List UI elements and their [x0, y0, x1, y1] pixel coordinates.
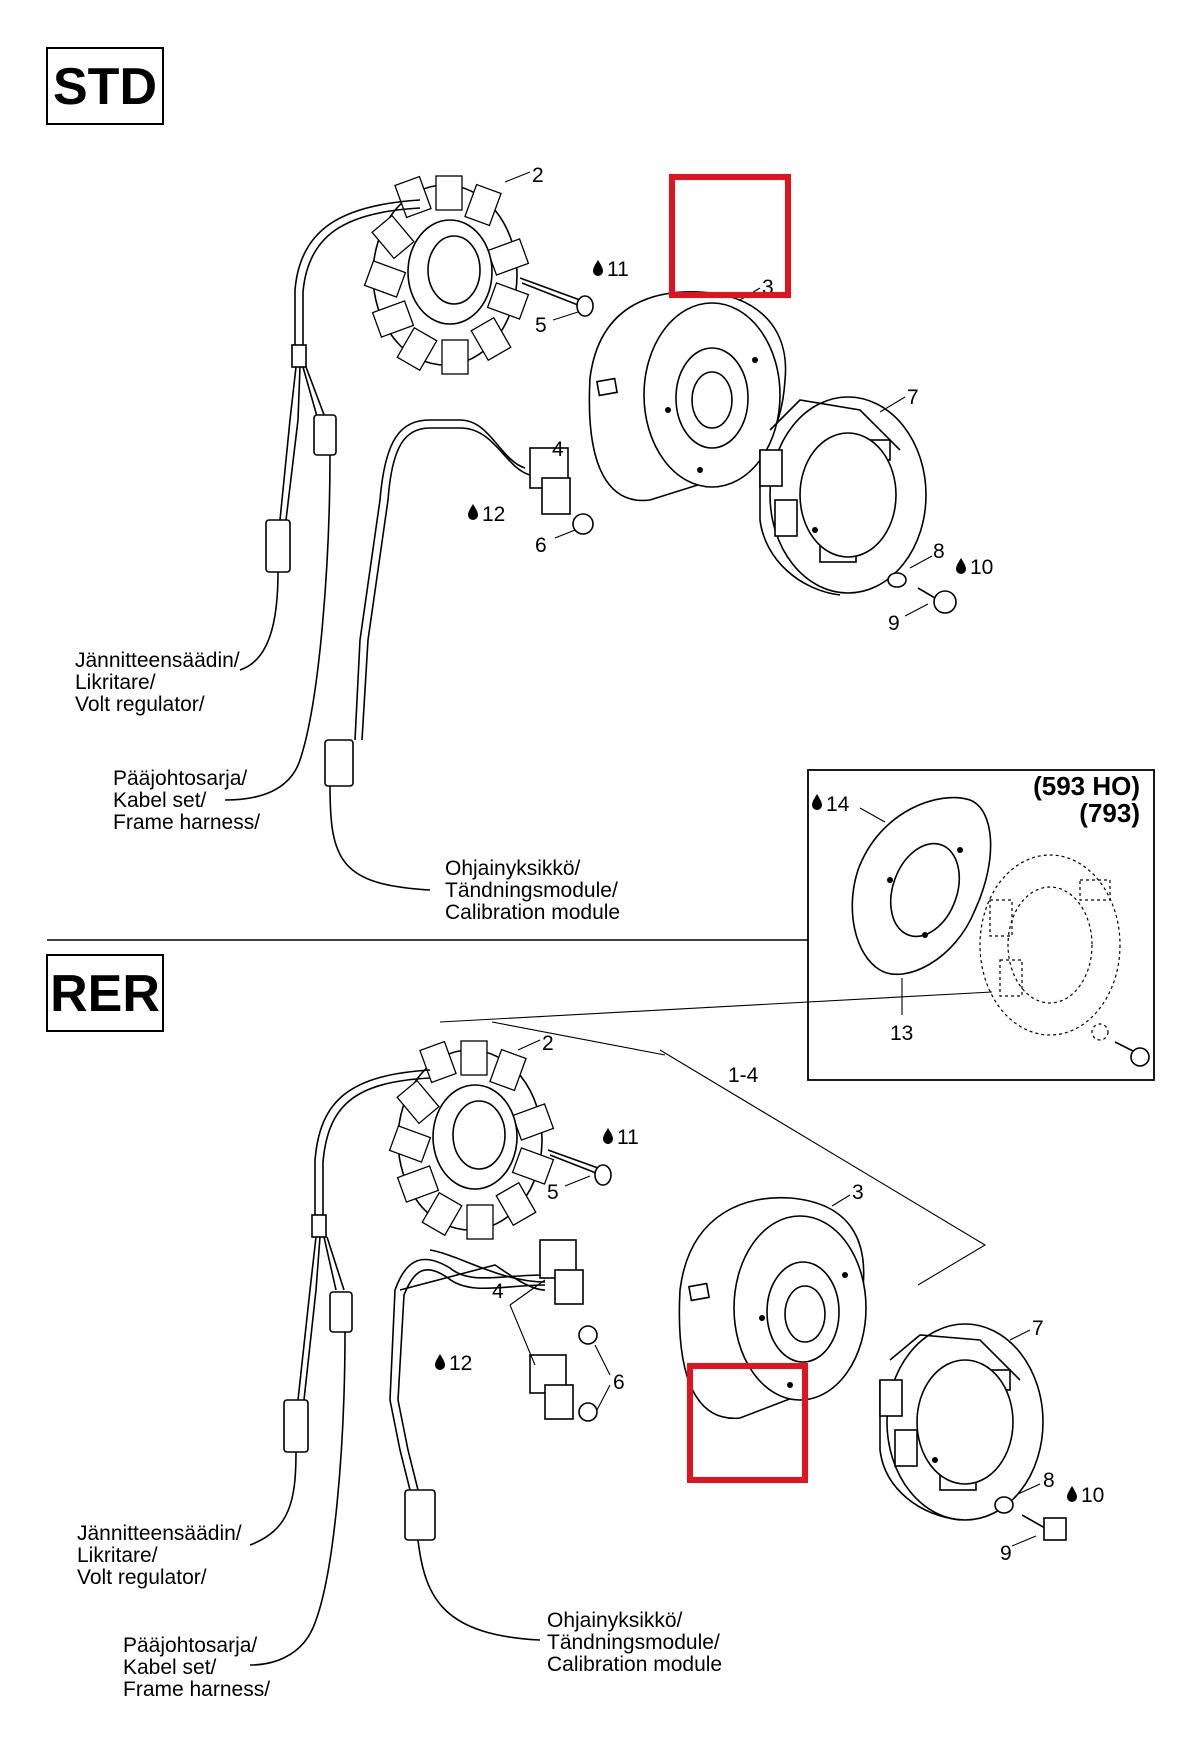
washer-8-rer: [994, 1496, 1014, 1514]
stator-rer: [388, 1040, 555, 1240]
calibration-module-line1-rer: Ohjainyksikkö/: [547, 1609, 683, 1632]
drop-icon: [435, 1354, 445, 1370]
rer-title-box: [46, 954, 164, 1032]
calibration-module-line3-rer: Calibration module: [547, 1653, 722, 1676]
highlight-box-rer: [687, 1363, 808, 1483]
screw-9-std: [917, 587, 957, 614]
callout-5-rer: 5: [547, 1181, 559, 1204]
frame-harness-line2-rer: Kabel set/: [123, 1656, 217, 1679]
drop-icon: [603, 1128, 613, 1144]
ring-gear-rer: [879, 1323, 1044, 1521]
callout-6-rer: 6: [613, 1371, 625, 1394]
std-title-box: [46, 47, 164, 125]
callout-12-std: 12: [482, 503, 505, 526]
callout-12-rer: 12: [449, 1352, 472, 1375]
bracket-top: [439, 991, 993, 1023]
volt-regulator-line1-rer: Jännitteensäädin/: [77, 1522, 242, 1545]
callout-1-4: 1-4: [728, 1064, 759, 1087]
volt-regulator-line1: Jännitteensäädin/: [75, 649, 240, 672]
callout-9-std: 9: [888, 612, 900, 635]
callout-7-rer: 7: [1032, 1317, 1044, 1340]
washer-8-std: [887, 572, 907, 588]
bolt-5-std: [519, 277, 594, 317]
frame-harness-line1: Pääjohtosarja/: [113, 767, 247, 790]
calibration-module-line2-rer: Tändningsmodule/: [547, 1631, 720, 1654]
calibration-module-line3: Calibration module: [445, 901, 620, 924]
callout-14: 14: [826, 793, 850, 816]
callout-6-std: 6: [535, 534, 547, 557]
callout-2-std: 2: [532, 164, 544, 187]
callout-11-rer: 11: [617, 1126, 639, 1149]
callout-4-std: 4: [552, 438, 564, 461]
rer-title: RER: [50, 965, 160, 1023]
callout-10-rer: 10: [1081, 1484, 1104, 1507]
flywheel-std: [588, 290, 787, 502]
flywheel-rer: [678, 1196, 867, 1420]
calibration-module-line1: Ohjainyksikkö/: [445, 857, 581, 880]
frame-harness-line1-rer: Pääjohtosarja/: [123, 1634, 257, 1657]
calibration-module-line2: Tändningsmodule/: [445, 879, 618, 902]
callout-10-std: 10: [970, 556, 993, 579]
highlight-box-std: [669, 174, 791, 298]
frame-harness-line3: Frame harness/: [113, 811, 260, 834]
callout-13: 13: [890, 1022, 913, 1045]
drop-icon: [956, 558, 966, 574]
callout-5-std: 5: [535, 314, 547, 337]
stator-std: [363, 175, 530, 375]
volt-regulator-line2: Likritare/: [75, 671, 156, 694]
callout-3-rer: 3: [852, 1181, 864, 1204]
callout-7-std: 7: [907, 386, 919, 409]
callout-8-rer: 8: [1043, 1469, 1055, 1492]
callout-11-std: 11: [607, 258, 629, 281]
frame-harness-line2: Kabel set/: [113, 789, 207, 812]
volt-regulator-line2-rer: Likritare/: [77, 1544, 158, 1567]
spacer-plate-13: [851, 796, 992, 976]
harness-std: [224, 199, 421, 801]
ring-gear-std: [759, 396, 927, 596]
callout-4-rer: 4: [492, 1280, 504, 1303]
drop-icon: [593, 260, 603, 276]
drop-icon: [468, 504, 478, 520]
inset-variant-line2: (793): [1079, 798, 1140, 828]
callout-3-std: 3: [762, 276, 774, 299]
bolt-5-rer: [547, 1149, 612, 1186]
drop-icon: [1067, 1486, 1077, 1502]
inset-variant-line1: (593 HO): [1033, 771, 1140, 801]
ring-gear-ghost: [979, 854, 1150, 1067]
callout-2-rer: 2: [542, 1032, 554, 1055]
callout-8-std: 8: [933, 540, 945, 563]
trigger-harness-std: [324, 419, 594, 891]
callout-9-rer: 9: [1000, 1542, 1012, 1565]
frame-harness-line3-rer: Frame harness/: [123, 1678, 270, 1701]
volt-regulator-line3: Volt regulator/: [75, 693, 205, 716]
std-title: STD: [53, 58, 157, 116]
harness-rer: [249, 1069, 431, 1666]
screw-9-rer: [1021, 1514, 1067, 1541]
volt-regulator-line3-rer: Volt regulator/: [77, 1566, 207, 1589]
trigger-harness-rer: [389, 1239, 598, 1641]
bracket-side: [659, 1049, 987, 1286]
